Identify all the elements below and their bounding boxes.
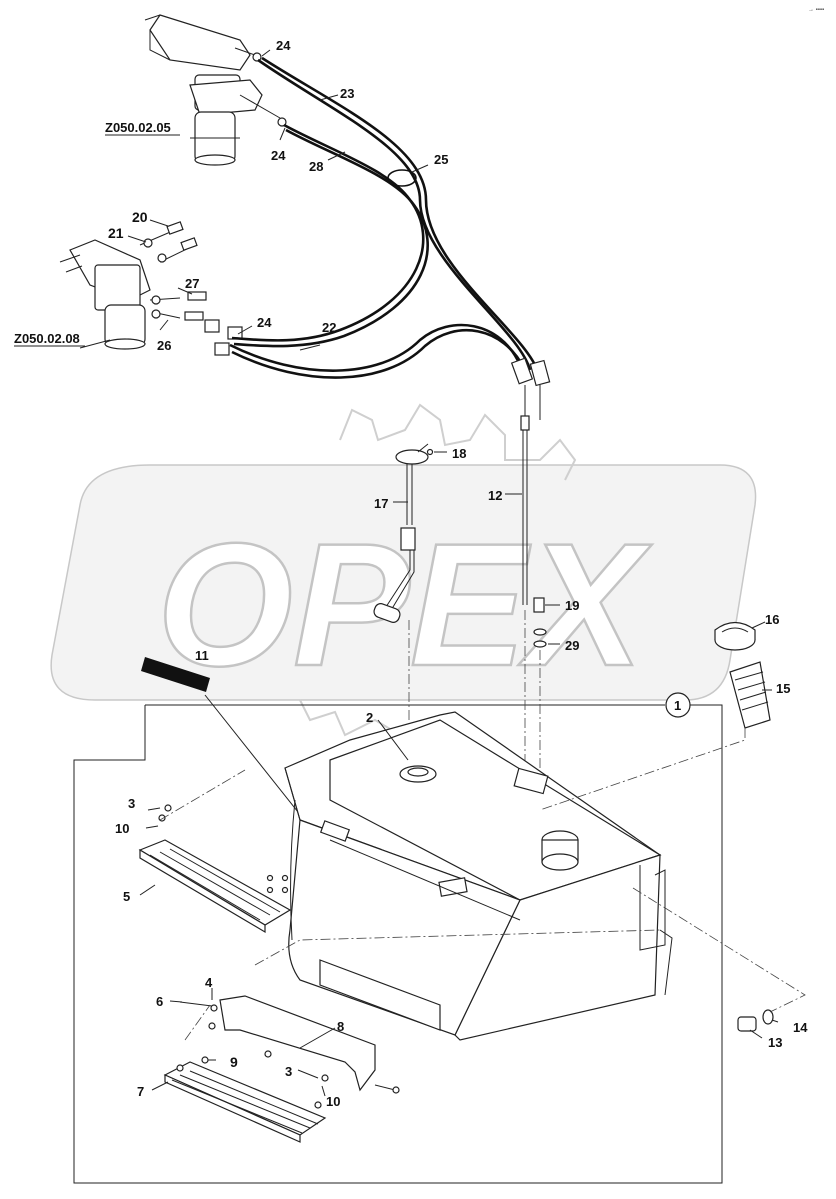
callout-29: 29 [565, 638, 579, 653]
step-bracket [179, 995, 400, 1094]
callout-10-lower: 10 [326, 1094, 340, 1109]
hose-clamp [387, 169, 417, 187]
upper-step [138, 804, 292, 934]
assembly-frame [73, 704, 723, 1184]
callout-28: 28 [309, 159, 323, 174]
fuel-hoses [229, 56, 551, 420]
callout-9: 9 [230, 1054, 238, 1070]
corner-mark: → ▪▪▪▪ [808, 7, 824, 13]
callout-19: 19 [565, 598, 579, 613]
callout-24-lower: 24 [257, 315, 272, 330]
callout-22: 22 [322, 320, 336, 335]
callout-circle-1 [665, 692, 691, 718]
lower-step [163, 1061, 327, 1143]
leader-lines [79, 49, 779, 1097]
callout-8: 8 [337, 1019, 344, 1034]
ref-label-filter-top: Z050.02.05 [105, 120, 171, 135]
callout-13: 13 [768, 1035, 782, 1050]
callout-27: 27 [185, 276, 199, 291]
filter-assembly-mid [59, 221, 243, 356]
callout-6: 6 [156, 994, 163, 1009]
drain-plug [737, 1009, 774, 1032]
filler-cap [714, 621, 756, 651]
warning-label-sticker [141, 657, 210, 692]
callout-25: 25 [434, 152, 448, 167]
callout-16: 16 [765, 612, 779, 627]
callout-24-mid: 24 [271, 148, 286, 163]
dash-dot-leaders [159, 728, 806, 1041]
ref-label-filter-mid: Z050.02.08 [14, 331, 80, 346]
callout-24-top: 24 [276, 38, 291, 53]
fuel-tank [284, 711, 673, 1041]
callout-5: 5 [123, 889, 130, 904]
filter-assembly-top [144, 14, 287, 166]
fuel-level-sender [373, 443, 434, 760]
callout-26: 26 [157, 338, 171, 353]
callout-17: 17 [374, 496, 388, 511]
callout-15: 15 [776, 681, 790, 696]
callout-2: 2 [366, 710, 373, 725]
opex-watermark: OPEX [50, 403, 757, 737]
callout-10-upper: 10 [115, 821, 129, 836]
callout-7: 7 [137, 1084, 144, 1099]
callout-1: 1 [674, 698, 681, 713]
suction-pipe [520, 415, 547, 785]
callout-4: 4 [205, 975, 213, 990]
callout-18: 18 [452, 446, 466, 461]
callout-14: 14 [793, 1020, 808, 1035]
watermark-text: OPEX [157, 508, 653, 703]
callout-12: 12 [488, 488, 502, 503]
callout-20: 20 [132, 209, 148, 225]
filler-strainer [729, 661, 771, 729]
callout-23: 23 [340, 86, 354, 101]
callout-21: 21 [108, 225, 124, 241]
callout-11: 11 [195, 648, 209, 663]
callout-3-lower: 3 [285, 1064, 292, 1079]
callout-3-upper: 3 [128, 796, 135, 811]
